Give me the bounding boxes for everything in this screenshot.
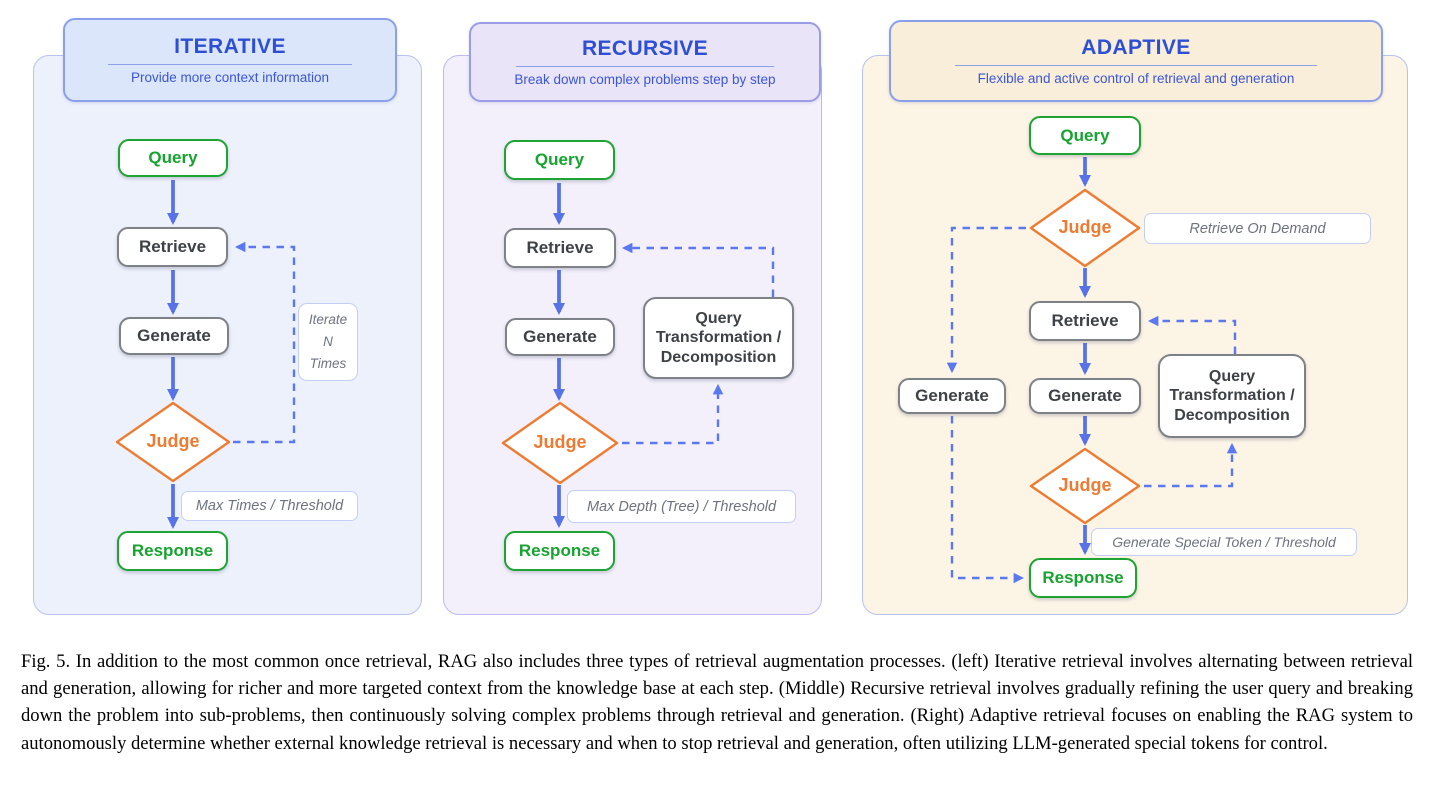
generate-node: Generate xyxy=(505,318,615,356)
iterative-header: ITERATIVE Provide more context informati… xyxy=(63,18,397,102)
judge-bottom-label: Judge xyxy=(1058,475,1112,495)
query-transformation-node: Query Transformation / Decomposition xyxy=(643,297,794,379)
header-divider xyxy=(954,64,1318,66)
judge-label: Judge xyxy=(533,432,587,452)
header-divider xyxy=(516,65,774,67)
retrieve-on-demand-label: Retrieve On Demand xyxy=(1144,213,1371,244)
iterative-subtitle: Provide more context information xyxy=(130,69,330,85)
query-transformation-node: Query Transformation / Decomposition xyxy=(1158,354,1306,438)
judge-label: Judge xyxy=(146,431,200,451)
recursive-title: RECURSIVE xyxy=(581,37,709,61)
generate-special-token-label: Generate Special Token / Threshold xyxy=(1091,528,1357,556)
query-node: Query xyxy=(1029,116,1141,155)
generate-node: Generate xyxy=(1029,378,1141,414)
query-node: Query xyxy=(118,139,228,177)
recursive-header: RECURSIVE Break down complex problems st… xyxy=(469,22,821,102)
adaptive-header: ADAPTIVE Flexible and active control of … xyxy=(889,20,1383,102)
iterative-title: ITERATIVE xyxy=(174,35,286,59)
response-node: Response xyxy=(117,531,228,571)
adaptive-title: ADAPTIVE xyxy=(1081,36,1191,60)
figure-caption: Fig. 5. In addition to the most common o… xyxy=(21,651,1413,754)
max-depth-threshold-label: Max Depth (Tree) / Threshold xyxy=(567,490,796,523)
panel-iterative: ITERATIVE Provide more context informati… xyxy=(33,18,422,615)
panel-adaptive: ADAPTIVE Flexible and active control of … xyxy=(862,20,1408,615)
header-divider xyxy=(107,63,353,65)
response-node: Response xyxy=(504,531,615,571)
judge-top-label: Judge xyxy=(1058,217,1112,237)
retrieve-node: Retrieve xyxy=(117,227,228,267)
generate-node: Generate xyxy=(119,317,229,355)
retrieve-node: Retrieve xyxy=(1029,301,1141,341)
query-node: Query xyxy=(504,140,615,180)
adaptive-subtitle: Flexible and active control of retrieval… xyxy=(977,70,1295,86)
iterate-loop-arrow xyxy=(233,241,296,444)
max-times-threshold-label: Max Times / Threshold xyxy=(181,491,358,521)
recursive-subtitle: Break down complex problems step by step xyxy=(514,71,776,87)
panel-recursive: RECURSIVE Break down complex problems st… xyxy=(443,22,822,615)
response-node: Response xyxy=(1029,558,1137,598)
retrieve-node: Retrieve xyxy=(504,228,616,268)
generate-left-node: Generate xyxy=(898,378,1006,414)
iterate-n-times-label: Iterate N Times xyxy=(298,303,358,381)
